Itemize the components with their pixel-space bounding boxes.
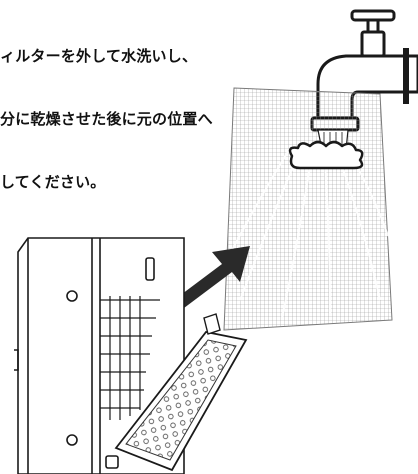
splash [288,140,364,170]
instruction-text: ィルターを外して水洗いし、 分に乾燥させた後に元の位置へ してください。 [0,4,300,214]
instruction-line-2: 分に乾燥させた後に元の位置へ [0,110,213,128]
instruction-line-1: ィルターを外して水洗いし、 [0,47,198,65]
instruction-line-3: してください。 [0,173,106,191]
front-grille [114,313,248,472]
washable-filter [223,87,393,331]
